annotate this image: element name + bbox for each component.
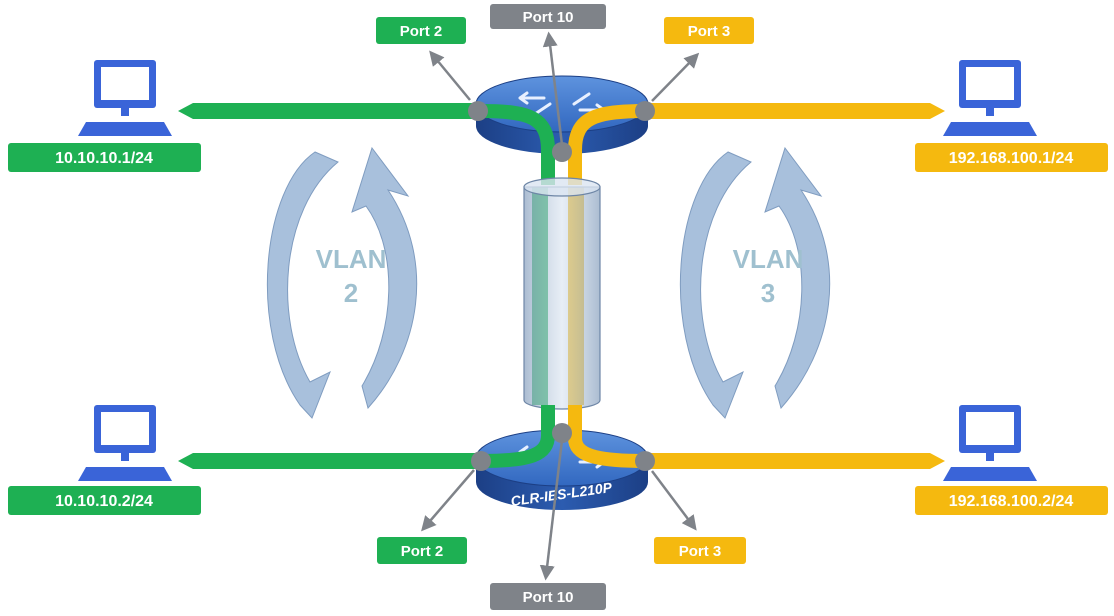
port-label-bottom-left: Port 2 — [401, 543, 444, 560]
host-labels: 10.10.10.1/24 10.10.10.2/24 192.168.100.… — [8, 143, 1108, 515]
trunk-tube-cap — [523, 177, 601, 197]
port-dot-bottom-left — [471, 451, 491, 471]
port-label-bottom-center: Port 10 — [523, 589, 574, 606]
arrow-port10-top — [542, 31, 564, 146]
vlan3-trunk-overlay-bottom — [568, 405, 646, 468]
port-arrows — [421, 31, 700, 581]
pc-bottom-left — [78, 405, 172, 481]
port-dot-top-left — [468, 101, 488, 121]
host-address-bottom-right: 192.168.100.2/24 — [949, 493, 1074, 510]
vlan2-link-bottom — [178, 453, 482, 469]
vlan2-trunk-overlay-bottom — [481, 405, 555, 468]
trunk-tube-body — [523, 186, 601, 410]
pc-bottom-right — [943, 405, 1037, 481]
vlan2-trunk-overlay-top — [481, 104, 555, 185]
port-dots — [468, 101, 655, 471]
desktop-computer-icon — [943, 405, 1037, 481]
arrow-port3-top — [651, 52, 700, 102]
arrow-port10-bottom — [539, 439, 564, 581]
port-dot-top-center — [552, 142, 572, 162]
port-dot-bottom-center — [552, 423, 572, 443]
host-address-top-right: 192.168.100.1/24 — [949, 150, 1074, 167]
port-dot-bottom-right — [635, 451, 655, 471]
port-label-top-right: Port 3 — [688, 23, 731, 40]
port-label-top-center: Port 10 — [523, 9, 574, 26]
port-label-bottom-right: Port 3 — [679, 543, 722, 560]
arrow-port2-bottom — [421, 469, 475, 532]
vlan3-link-bottom — [645, 453, 945, 469]
host-address-bottom-left: 10.10.10.2/24 — [55, 493, 153, 510]
port-labels: Port 2 Port 10 Port 3 Port 2 Port 10 Por… — [376, 4, 754, 610]
vlan3-word: VLAN — [733, 244, 804, 274]
vlan3-cycle: VLAN 3 — [679, 146, 831, 419]
vlan2-link-top — [178, 103, 482, 119]
port-label-top-left: Port 2 — [400, 23, 443, 40]
circular-arrows-icon — [679, 146, 831, 419]
host-address-top-left: 10.10.10.1/24 — [55, 150, 153, 167]
vlan2-word: VLAN — [316, 244, 387, 274]
trunk-tube — [523, 177, 601, 410]
desktop-computer-icon — [78, 405, 172, 481]
arrow-port3-bottom — [651, 470, 697, 531]
switch-bottom: CLR-IES-L210P — [475, 429, 649, 510]
vlan3-link-top — [645, 103, 945, 119]
pc-top-left — [78, 60, 172, 136]
arrow-port2-top — [429, 50, 471, 101]
desktop-computer-icon — [78, 60, 172, 136]
desktop-computer-icon — [943, 60, 1037, 136]
vlan3-number: 3 — [761, 278, 775, 308]
switch-top-face — [475, 75, 649, 133]
vlan2-links — [178, 103, 555, 469]
pc-top-right — [943, 60, 1037, 136]
vlan2-number: 2 — [344, 278, 358, 308]
vlan2-cycle: VLAN 2 — [266, 146, 418, 419]
vlan3-trunk-overlay-top — [568, 104, 646, 185]
port-dot-top-right — [635, 101, 655, 121]
circular-arrows-icon — [266, 146, 418, 419]
